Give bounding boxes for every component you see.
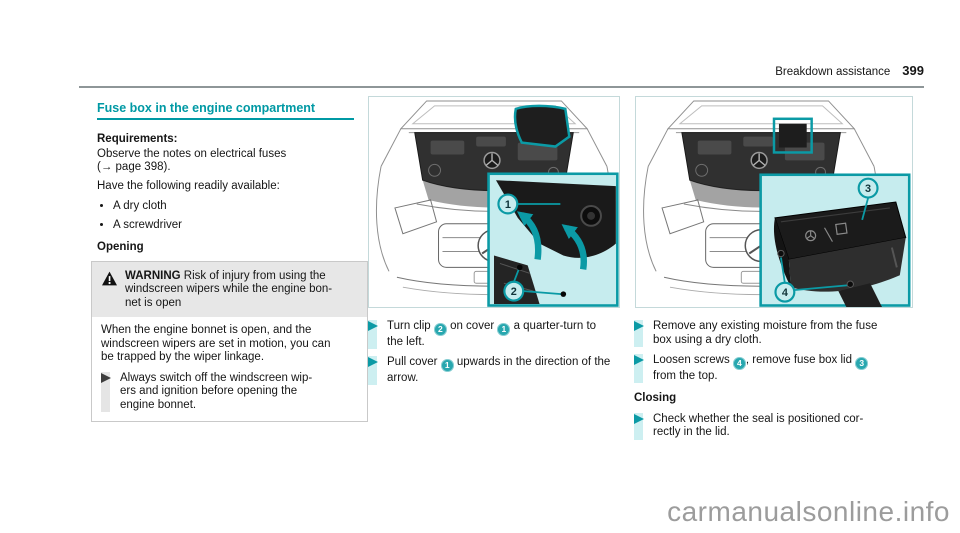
step-item: Remove any existing moisture from the fu… bbox=[634, 320, 916, 347]
closing-heading: Closing bbox=[634, 392, 677, 404]
inset-cover-detail: 1 2 bbox=[487, 172, 619, 307]
step-text: Pull cover 1 upwards in the direction of… bbox=[387, 356, 611, 384]
fusebox-in-situ bbox=[778, 123, 807, 148]
callout-badge: 4 bbox=[732, 356, 746, 370]
svg-text:4: 4 bbox=[782, 287, 788, 299]
fuse-box-title: Fuse box in the engine compartment bbox=[97, 101, 354, 120]
checklist-item: A dry cloth bbox=[113, 200, 368, 214]
highlighted-fusebox-location bbox=[772, 117, 813, 154]
warning-label: WARNING bbox=[125, 269, 181, 282]
availability-text: Have the following readily available: bbox=[97, 179, 280, 192]
step-arrow-icon bbox=[101, 371, 111, 412]
watermark: carmanualsonline.info bbox=[667, 496, 950, 527]
inset-lid-detail: 3 4 bbox=[759, 173, 911, 307]
warning-header: WARNING Risk of injury from using the wi… bbox=[92, 261, 367, 317]
warning-step: Always switch off the windscreen wip- er… bbox=[101, 371, 358, 412]
step-arrow-icon bbox=[368, 356, 378, 385]
step-text: Loosen screws 4, remove fuse box lid 3 f… bbox=[653, 354, 916, 383]
callout-2: 2 bbox=[503, 280, 525, 302]
opening-heading: Opening bbox=[97, 241, 144, 253]
requirements-text: Observe the notes on electrical fuses (→… bbox=[97, 147, 287, 174]
page-header: Breakdown assistance 399 bbox=[79, 63, 924, 78]
step-text: Check whether the seal is positioned cor… bbox=[653, 412, 864, 439]
checklist-item: A screwdriver bbox=[113, 219, 368, 233]
step-arrow-icon bbox=[634, 320, 644, 347]
step-arrow-icon bbox=[634, 412, 644, 440]
step-item: Loosen screws 4, remove fuse box lid 3 f… bbox=[634, 354, 916, 383]
header-rule bbox=[79, 86, 924, 88]
callout-4: 4 bbox=[774, 281, 796, 303]
left-column: Fuse box in the engine compartment Requi… bbox=[91, 101, 368, 422]
requirements-heading: Requirements: bbox=[97, 133, 178, 145]
step-text: Remove any existing moisture from the fu… bbox=[653, 320, 878, 346]
highlighted-cover-location bbox=[513, 104, 571, 148]
rotate-arrow-icon bbox=[516, 211, 587, 270]
step-item: Pull cover 1 upwards in the direction of… bbox=[368, 356, 642, 385]
callout-badge: 1 bbox=[440, 358, 454, 372]
step-arrow-icon bbox=[634, 354, 644, 383]
warning-box: WARNING Risk of injury from using the wi… bbox=[91, 260, 368, 422]
svg-text:3: 3 bbox=[865, 183, 871, 195]
svg-text:2: 2 bbox=[511, 286, 517, 298]
right-steps: Remove any existing moisture from the fu… bbox=[634, 320, 916, 447]
callout-1: 1 bbox=[497, 193, 519, 215]
warning-triangle-icon bbox=[101, 270, 125, 311]
figure-cover-removal: 1 2 bbox=[368, 96, 620, 308]
warning-step-text: Always switch off the windscreen wip- er… bbox=[120, 371, 313, 411]
warning-title: WARNING Risk of injury from using the wi… bbox=[125, 269, 333, 309]
callout-badge: 3 bbox=[855, 356, 869, 370]
svg-text:1: 1 bbox=[505, 199, 511, 211]
page-number: 399 bbox=[902, 63, 924, 78]
warning-body-section: When the engine bonnet is open, and the … bbox=[92, 317, 367, 421]
checklist: A dry cloth A screwdriver bbox=[113, 200, 368, 232]
section-label: Breakdown assistance bbox=[775, 66, 891, 78]
callout-badge: 2 bbox=[433, 322, 447, 336]
step-text: Turn clip 2 on cover 1 a quarter-turn to… bbox=[387, 320, 597, 348]
step-arrow-icon bbox=[368, 320, 378, 349]
warning-body-text: When the engine bonnet is open, and the … bbox=[101, 324, 331, 363]
figure-fusebox-lid: 3 4 bbox=[635, 96, 913, 308]
step-item: Turn clip 2 on cover 1 a quarter-turn to… bbox=[368, 320, 642, 349]
callout-badge: 1 bbox=[497, 322, 511, 336]
middle-steps: Turn clip 2 on cover 1 a quarter-turn to… bbox=[368, 320, 642, 392]
step-item: Check whether the seal is positioned cor… bbox=[634, 412, 916, 440]
callout-3: 3 bbox=[857, 177, 879, 199]
